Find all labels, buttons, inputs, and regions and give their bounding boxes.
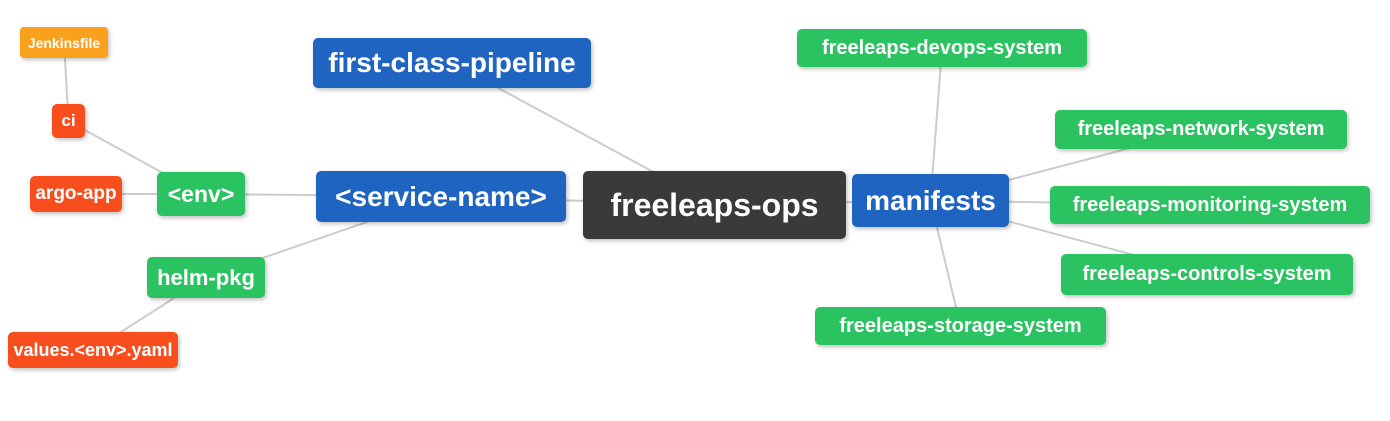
node-helm-pkg[interactable]: helm-pkg bbox=[147, 257, 265, 298]
node-env[interactable]: <env> bbox=[157, 172, 245, 216]
node-values-env-yaml[interactable]: values.<env>.yaml bbox=[8, 332, 178, 368]
node-service-name[interactable]: <service-name> bbox=[316, 171, 566, 222]
node-ci[interactable]: ci bbox=[52, 104, 85, 138]
node-freeleaps-controls-system[interactable]: freeleaps-controls-system bbox=[1061, 254, 1353, 295]
node-freeleaps-ops-root[interactable]: freeleaps-ops bbox=[583, 171, 846, 239]
node-freeleaps-network-system[interactable]: freeleaps-network-system bbox=[1055, 110, 1347, 149]
node-first-class-pipeline[interactable]: first-class-pipeline bbox=[313, 38, 591, 88]
node-freeleaps-devops-system[interactable]: freeleaps-devops-system bbox=[797, 29, 1087, 67]
node-freeleaps-monitoring-system[interactable]: freeleaps-monitoring-system bbox=[1050, 186, 1370, 224]
node-freeleaps-storage-system[interactable]: freeleaps-storage-system bbox=[815, 307, 1106, 345]
node-jenkinsfile[interactable]: Jenkinsfile bbox=[20, 27, 108, 58]
node-manifests[interactable]: manifests bbox=[852, 174, 1009, 227]
node-argo-app[interactable]: argo-app bbox=[30, 176, 122, 212]
